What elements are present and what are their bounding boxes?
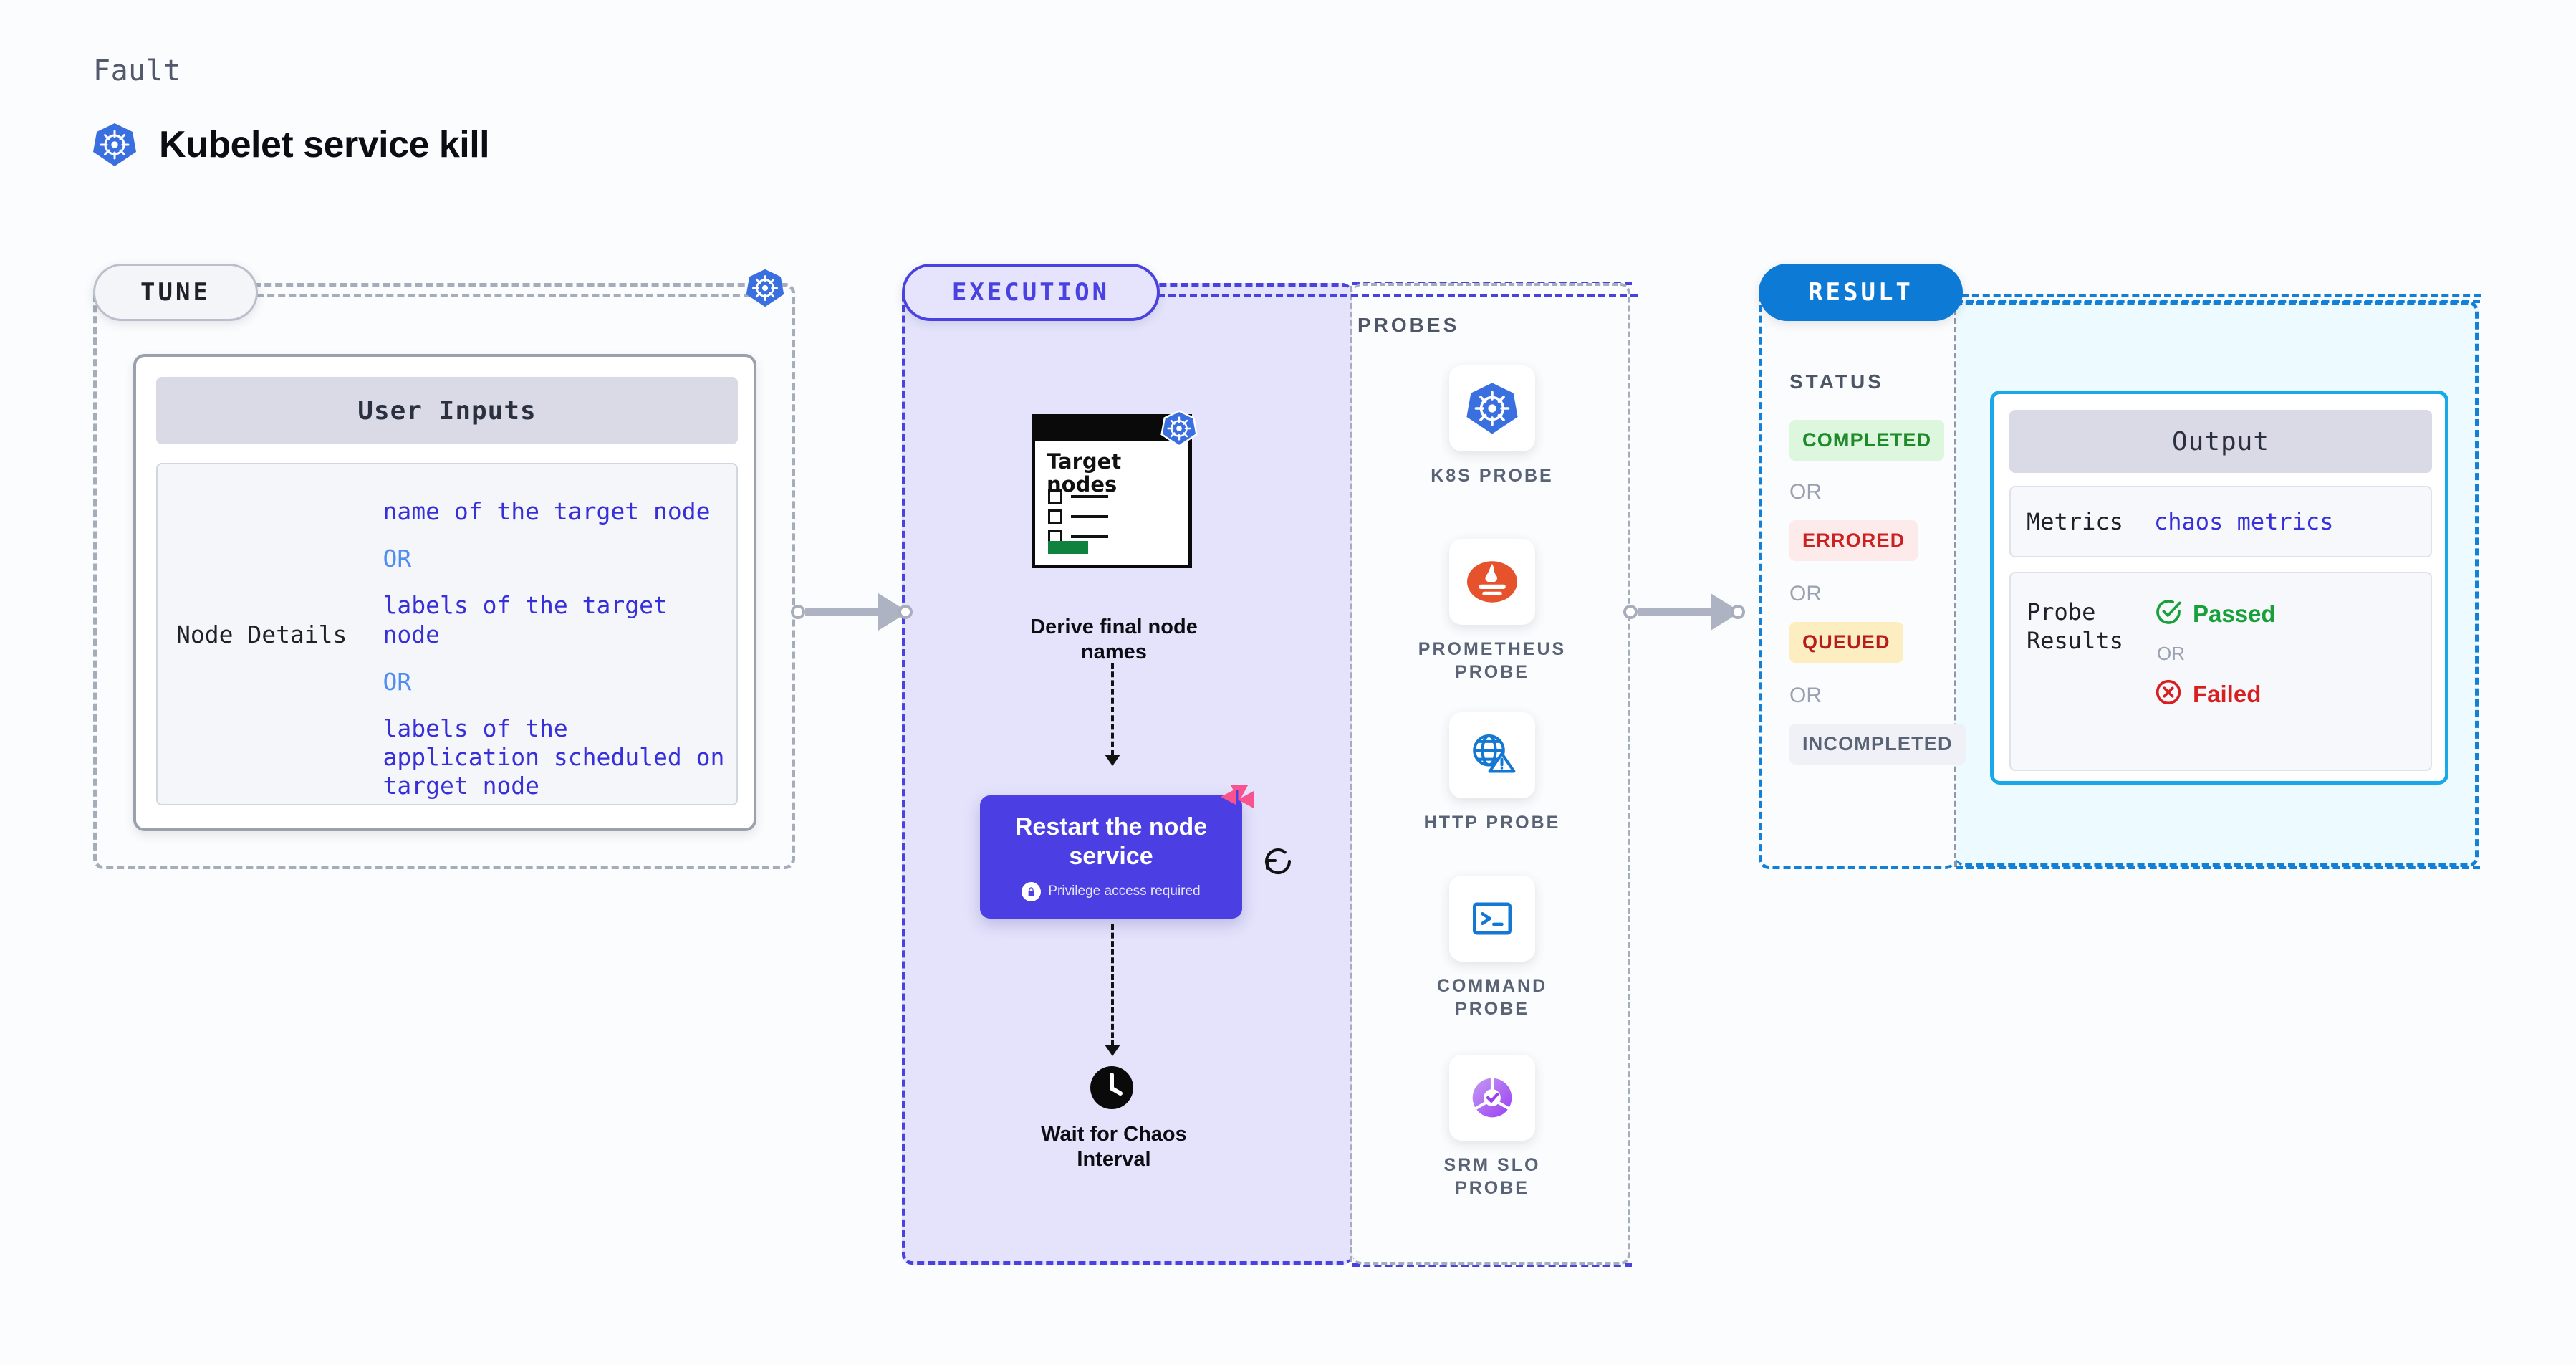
probe-label: PROMETHEUS PROBE	[1418, 639, 1567, 682]
kubernetes-icon	[745, 268, 785, 312]
connector-execution-to-result	[1623, 593, 1745, 631]
metrics-row: Metrics chaos metrics	[2009, 486, 2432, 557]
status-separator: OR	[1789, 582, 1822, 605]
page-title-row: Kubelet service kill	[92, 122, 490, 168]
kubernetes-icon	[1449, 365, 1535, 451]
node-details-row: Node Details name of the target node OR …	[156, 463, 738, 805]
clock-icon	[1089, 1065, 1135, 1111]
connector-dot	[1623, 605, 1638, 619]
probes-title: PROBES	[1357, 314, 1460, 336]
probe-k8s[interactable]: K8S PROBE	[1428, 365, 1557, 487]
status-title: STATUS	[1789, 370, 1884, 393]
target-card-title: Target nodes	[1047, 449, 1122, 497]
lock-icon	[1022, 881, 1042, 901]
page-eyebrow: Fault	[93, 54, 181, 87]
status-badge-incompleted: INCOMPLETED	[1789, 724, 1966, 765]
globe-alert-icon	[1449, 712, 1535, 798]
x-circle-icon	[2154, 678, 2183, 710]
probe-command[interactable]: COMMAND PROBE	[1428, 876, 1557, 1020]
metrics-key: Metrics	[2027, 508, 2123, 535]
kubernetes-icon	[92, 122, 138, 168]
checkbox-icon	[1048, 489, 1062, 504]
status-separator: OR	[1789, 480, 1822, 504]
execution-panel-bottom-edge	[1352, 1263, 1632, 1267]
connector-shaft	[1638, 608, 1712, 616]
step-card-restart-node-service[interactable]: Restart the node service Privilege acces…	[980, 795, 1242, 919]
node-details-or-2: OR	[383, 667, 412, 696]
prometheus-icon	[1449, 539, 1535, 625]
probe-result-passed-label: Passed	[2193, 600, 2276, 627]
connector-tune-to-execution	[791, 593, 913, 631]
status-badge-completed: COMPLETED	[1789, 420, 1945, 461]
result-leader-line	[1961, 294, 2481, 297]
node-details-value-1: name of the target node	[383, 497, 711, 525]
litmus-chaos-icon	[1218, 781, 1256, 823]
step-label-restart-node-service: Restart the node service	[1014, 813, 1208, 870]
check-circle-icon	[2154, 598, 2183, 630]
status-badge-queued: QUEUED	[1789, 622, 1903, 663]
status-bar	[1048, 541, 1088, 554]
probe-label: K8S PROBE	[1431, 466, 1554, 486]
probe-results-key: Probe Results	[2027, 598, 2123, 654]
probe-label: COMMAND PROBE	[1436, 976, 1548, 1019]
page-title: Kubelet service kill	[159, 124, 490, 166]
probe-label: HTTP PROBE	[1423, 813, 1561, 833]
connector-dot	[1731, 605, 1745, 619]
result-panel	[1759, 283, 1956, 869]
metrics-value[interactable]: chaos metrics	[2154, 508, 2334, 535]
refresh-icon[interactable]	[1261, 844, 1295, 882]
connector-shaft	[805, 608, 880, 616]
probe-results-values: Passed OR Failed	[2154, 598, 2276, 710]
privilege-note: Privilege access required	[1022, 881, 1201, 901]
probe-http[interactable]: HTTP PROBE	[1424, 712, 1558, 834]
probe-srm-slo[interactable]: SRM SLO PROBE	[1428, 1055, 1557, 1199]
node-details-value-2: labels of the target node	[383, 591, 668, 648]
probe-prometheus[interactable]: PROMETHEUS PROBE	[1418, 539, 1564, 684]
privilege-note-text: Privilege access required	[1048, 883, 1201, 899]
tune-badge[interactable]: TUNE	[93, 264, 258, 321]
list-line	[1071, 495, 1108, 498]
terminal-icon	[1449, 876, 1535, 962]
probe-result-passed: Passed	[2154, 598, 2276, 630]
connector-dot	[791, 605, 805, 619]
probe-label: SRM SLO PROBE	[1443, 1155, 1541, 1198]
user-inputs-title: User Inputs	[156, 377, 738, 444]
connector-dot	[898, 605, 913, 619]
node-details-value-3: labels of the application scheduled on t…	[383, 714, 725, 800]
slo-gauge-icon	[1449, 1055, 1535, 1141]
list-line	[1071, 515, 1108, 518]
kubernetes-icon	[1160, 410, 1198, 451]
probe-result-failed: Failed	[2154, 678, 2276, 710]
node-details-or-1: OR	[383, 545, 412, 573]
probe-result-failed-label: Failed	[2193, 680, 2262, 707]
status-separator: OR	[1789, 684, 1822, 707]
output-panel-top-edge	[1956, 300, 2480, 303]
list-line	[1071, 535, 1108, 538]
output-panel-bottom-edge	[1956, 866, 2480, 869]
user-inputs-card: User Inputs Node Details name of the tar…	[133, 354, 756, 831]
node-details-values: name of the target node OR labels of the…	[383, 464, 737, 804]
step-label-wait-for-chaos-interval: Wait for Chaos Interval	[1041, 1123, 1187, 1172]
result-badge[interactable]: RESULT	[1759, 264, 1963, 321]
checkbox-icon	[1048, 509, 1062, 524]
execution-badge[interactable]: EXECUTION	[902, 264, 1160, 321]
status-badge-errored: ERRORED	[1789, 520, 1918, 561]
probe-results-row: Probe Results Passed OR	[2009, 572, 2432, 771]
node-details-key: Node Details	[176, 620, 347, 648]
step-label-derive-final-node-names: Derive final node names	[1030, 616, 1198, 664]
output-title: Output	[2009, 410, 2432, 473]
execution-leader-line	[1158, 294, 1638, 297]
tune-leader-line	[256, 294, 751, 297]
output-card: Output Metrics chaos metrics Probe Resul…	[1990, 391, 2448, 785]
probe-result-separator: OR	[2157, 643, 2185, 664]
